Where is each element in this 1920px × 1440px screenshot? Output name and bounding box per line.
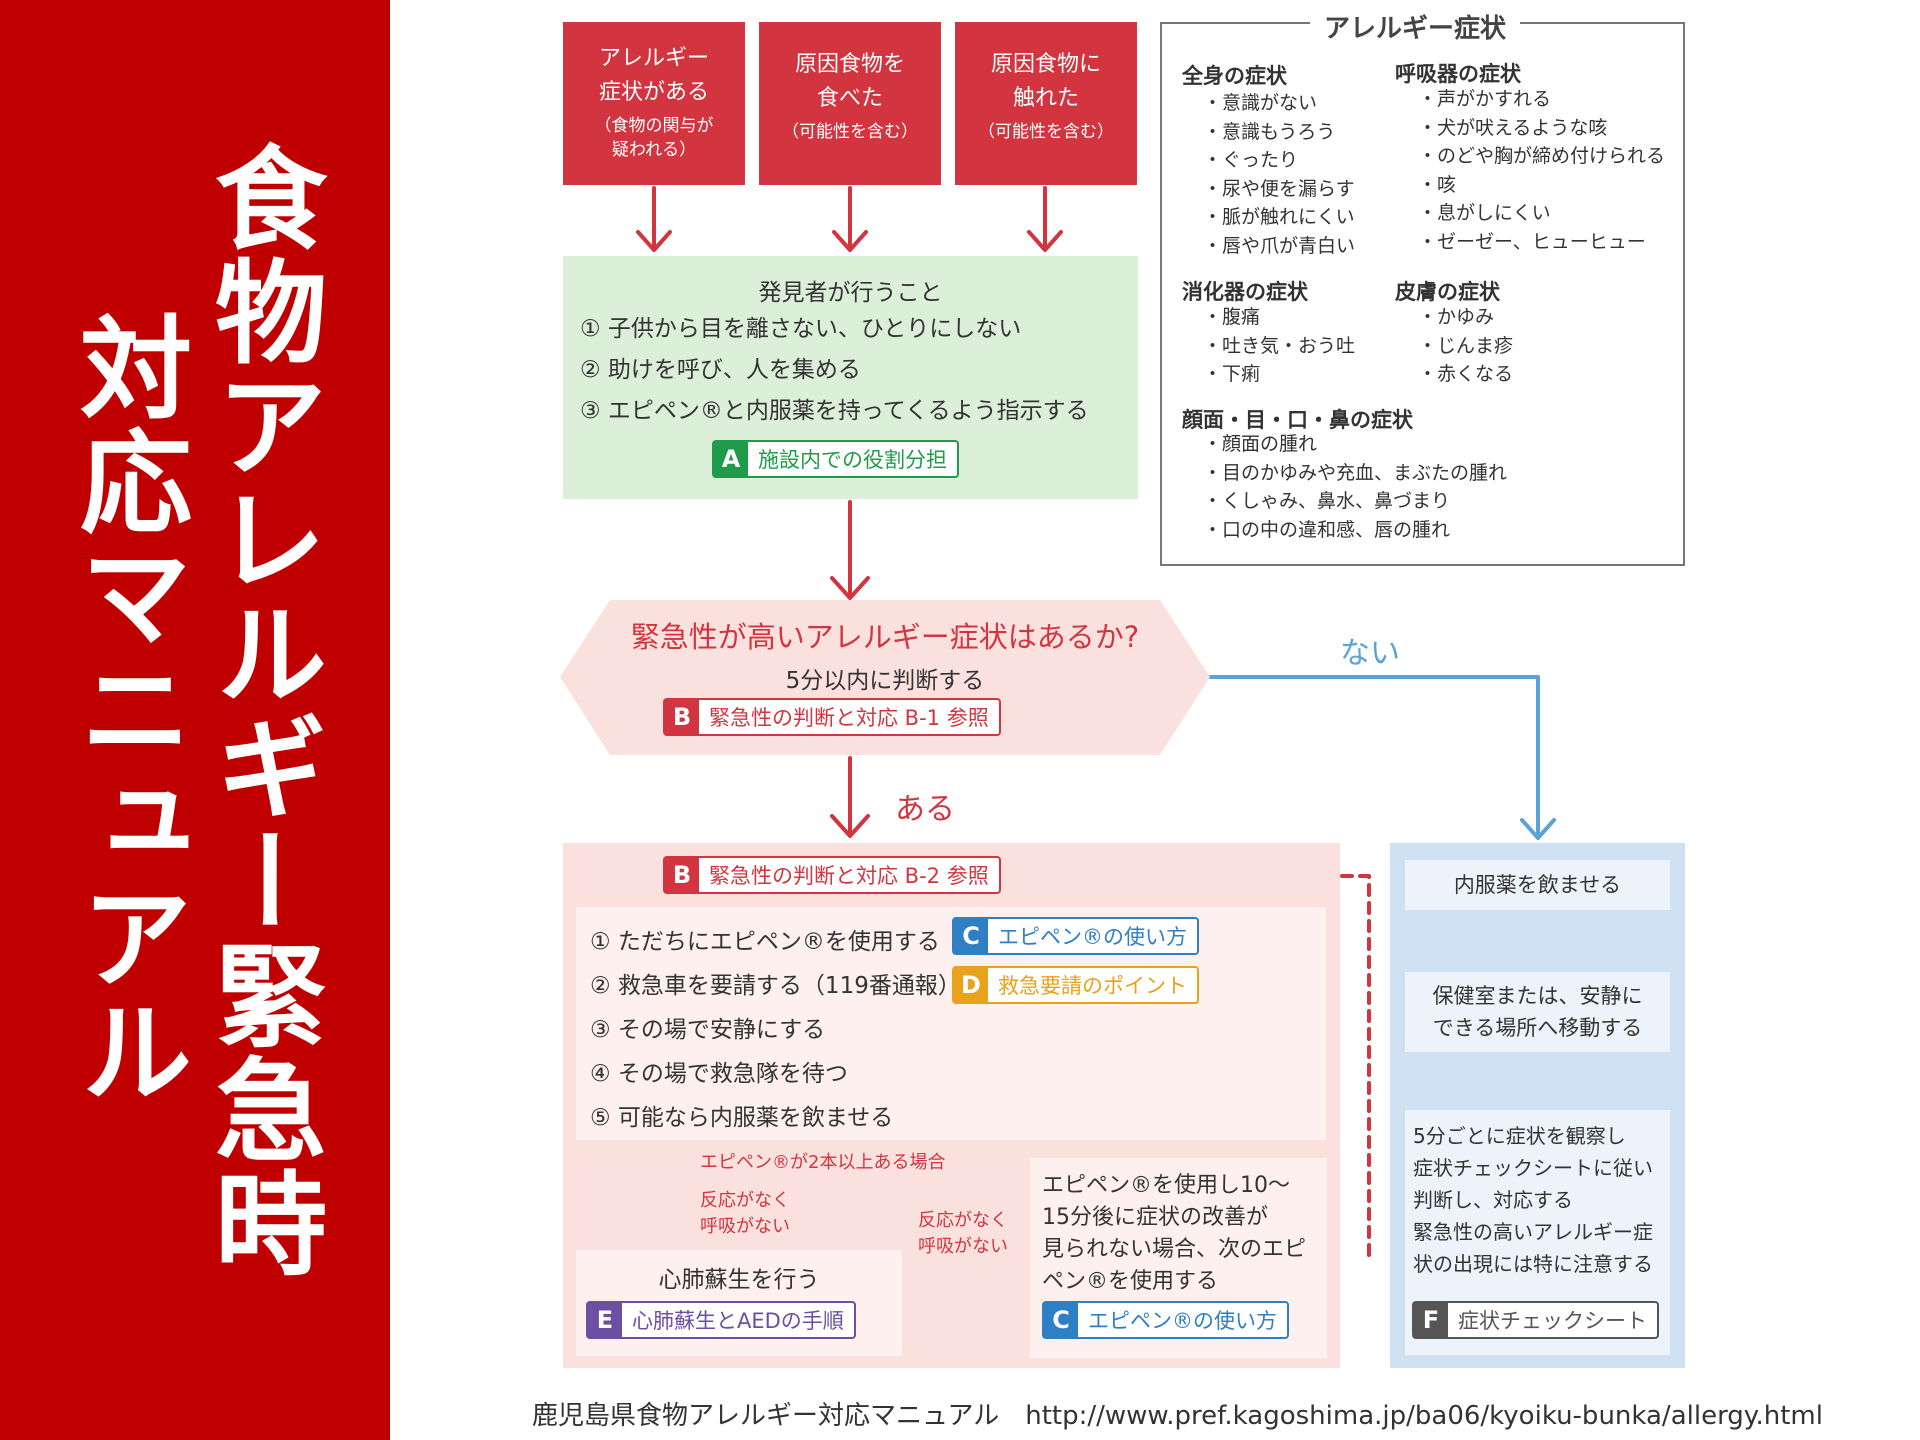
arrow-trigger-1 [636,186,672,252]
list-item: ・意識がない [1203,92,1318,114]
list-item: ・目のかゆみや充血、まぶたの腫れ [1203,461,1508,484]
tag-letter: C [954,919,988,953]
discoverer-title: 発見者が行うこと [758,280,943,306]
arrow-decision-no [1203,675,1556,840]
list-item: ・唇や爪が青白い [1203,234,1356,257]
title-panel: 食物アレルギー緊急時 対応マニュアル [0,0,390,1440]
tag-b1-urgency[interactable]: B 緊急性の判断と対応 B-1 参照 [663,698,1001,736]
list-item: ・かゆみ [1418,306,1495,328]
symptoms-whole-body-head: 全身の症状 [1182,64,1287,88]
list-item: ・咳 [1418,173,1457,196]
source-footer: 鹿児島県食物アレルギー対応マニュアル http://www.pref.kagos… [532,1401,1823,1431]
symptoms-face-head: 顔面・目・口・鼻の症状 [1182,408,1413,432]
trigger-box-touched: 原因食物に 触れた （可能性を含む） [955,22,1137,185]
symptoms-digestive-head: 消化器の症状 [1182,280,1308,304]
list-item: ・ぐったり [1203,149,1299,171]
tag-label: 緊急性の判断と対応 B-1 参照 [709,706,989,730]
title-line-1: 食物アレルギー緊急時 [196,140,326,1280]
decision-yes-label: ある [895,792,955,827]
symptoms-whole-body-list: ・意識がない ・意識もうろう ・ぐったり ・尿や便を漏らす ・脈が触れにくい ・… [1203,89,1355,260]
trigger-box-symptoms: アレルギー 症状がある （食物の関与が 疑われる） [563,22,745,185]
tag-label: 救急要請のポイント [998,974,1187,998]
tag-label: エピペン®の使い方 [1088,1309,1277,1333]
list-item: ・口の中の違和感、唇の腫れ [1203,518,1451,541]
trigger-sub: （可能性を含む） [782,122,918,142]
arrow-trigger-3 [1027,186,1063,252]
list-item: ・腹痛 [1203,306,1261,328]
symptoms-face-list: ・顔面の腫れ ・目のかゆみや充血、まぶたの腫れ ・くしゃみ、鼻水、鼻づまり ・口… [1203,430,1507,544]
emergency-step-4: ④ その場で救急隊を待つ [590,1061,848,1087]
tag-letter: A [714,442,748,476]
list-item: ・意識もうろう [1203,120,1336,143]
list-item: ・ゼーゼー、ヒューヒュー [1418,230,1646,253]
non-emergency-step-1: 内服薬を飲ませる [1405,860,1670,910]
tag-letter: F [1414,1303,1448,1337]
tag-d-call-points[interactable]: D 救急要請のポイント [952,966,1199,1004]
emergency-step-1: ① ただちにエピペン®を使用する [590,929,940,955]
trigger-sub: （可能性を含む） [978,122,1114,142]
list-item: ・脈が触れにくい [1203,206,1355,228]
discoverer-step-2: ② 助けを呼び、人を集める [580,357,861,383]
list-item: ・のどや胸が締め付けられる [1418,145,1666,167]
emergency-step-5: ⑤ 可能なら内服薬を飲ませる [590,1105,894,1131]
emergency-steps-box [576,907,1326,1140]
discoverer-step-3: ③ エピペン®と内服薬を持ってくるよう指示する [580,398,1089,424]
list-item: ・尿や便を漏らす [1203,177,1355,200]
trigger-main: アレルギー 症状がある [598,46,709,105]
arrow-trigger-2 [832,186,868,252]
list-item: ・下痢 [1203,363,1261,385]
title-line-2: 対応マニュアル [61,310,191,1108]
symptoms-title: アレルギー症状 [1310,8,1521,45]
tag-f-checksheet[interactable]: F 症状チェックシート [1412,1301,1659,1339]
decision-question: 緊急性が高いアレルギー症状はあるか? [630,620,1140,654]
list-item: ・顔面の腫れ [1203,433,1318,455]
list-item: ・赤くなる [1418,363,1514,385]
symptoms-respiratory-head: 呼吸器の症状 [1395,62,1521,86]
second-pen-text: エピペン®を使用し10～ 15分後に症状の改善が 見られない場合、次のエピ ペン… [1042,1173,1307,1294]
tag-letter: B [665,858,699,892]
no-response-right: 反応がなく 呼吸がない [918,1210,1008,1257]
tag-letter: E [588,1303,622,1337]
tag-e-cpr-aed[interactable]: E 心肺蘇生とAEDの手順 [586,1301,856,1339]
list-item: ・吐き気・おう吐 [1203,334,1356,357]
non-emergency-step-2: 保健室または、安静に できる場所へ移動する [1405,972,1670,1052]
tag-label: 施設内での役割分担 [758,448,947,472]
tag-letter: D [954,968,988,1002]
tag-label: 心肺蘇生とAEDの手順 [632,1309,844,1333]
tag-a-role-sharing[interactable]: A 施設内での役割分担 [712,440,959,478]
list-item: ・息がしにくい [1418,202,1551,224]
tag-letter: B [665,700,699,734]
emergency-step-3: ③ その場で安静にする [590,1017,826,1043]
list-item: ・じんま疹 [1418,334,1514,357]
trigger-main: 原因食物に 触れた [990,52,1101,111]
symptoms-skin-head: 皮膚の症状 [1395,280,1500,304]
symptoms-box [1160,22,1685,566]
symptoms-respiratory-list: ・声がかすれる ・犬が吠えるような咳 ・のどや胸が締め付けられる ・咳 ・息がし… [1418,85,1665,256]
list-item: ・くしゃみ、鼻水、鼻づまり [1203,490,1451,512]
tag-c-epipen-usage-2[interactable]: C エピペン®の使い方 [1042,1301,1289,1339]
symptoms-skin-list: ・かゆみ ・じんま疹 ・赤くなる [1418,303,1513,389]
tag-b2-urgency[interactable]: B 緊急性の判断と対応 B-2 参照 [663,856,1001,894]
list-item: ・声がかすれる [1418,88,1552,110]
discoverer-step-1: ① 子供から目を離さない、ひとりにしない [580,316,1022,342]
tag-label: 症状チェックシート [1458,1309,1647,1333]
tag-letter: C [1044,1303,1078,1337]
cpr-text: 心肺蘇生を行う [658,1267,820,1293]
trigger-main: 原因食物を 食べた [794,52,905,111]
arrow-decision-yes [830,756,870,838]
trigger-sub: （食物の関与が 疑われる） [594,116,714,160]
trigger-box-ate: 原因食物を 食べた （可能性を含む） [759,22,941,185]
two-pens-label: エピペン®が2本以上ある場合 [700,1152,946,1173]
tag-label: エピペン®の使い方 [998,925,1187,949]
list-item: ・犬が吠えるような咳 [1418,116,1608,139]
emergency-step-2: ② 救急車を要請する（119番通報） [590,973,961,999]
decision-note: 5分以内に判断する [785,668,985,694]
no-response-left: 反応がなく 呼吸がない [700,1190,790,1237]
decision-no-label: ない [1340,636,1400,671]
symptoms-digestive-list: ・腹痛 ・吐き気・おう吐 ・下痢 [1203,303,1355,389]
tag-label: 緊急性の判断と対応 B-2 参照 [709,864,989,888]
arrow-discover-to-decision [830,500,870,600]
tag-c-epipen-usage[interactable]: C エピペン®の使い方 [952,917,1199,955]
